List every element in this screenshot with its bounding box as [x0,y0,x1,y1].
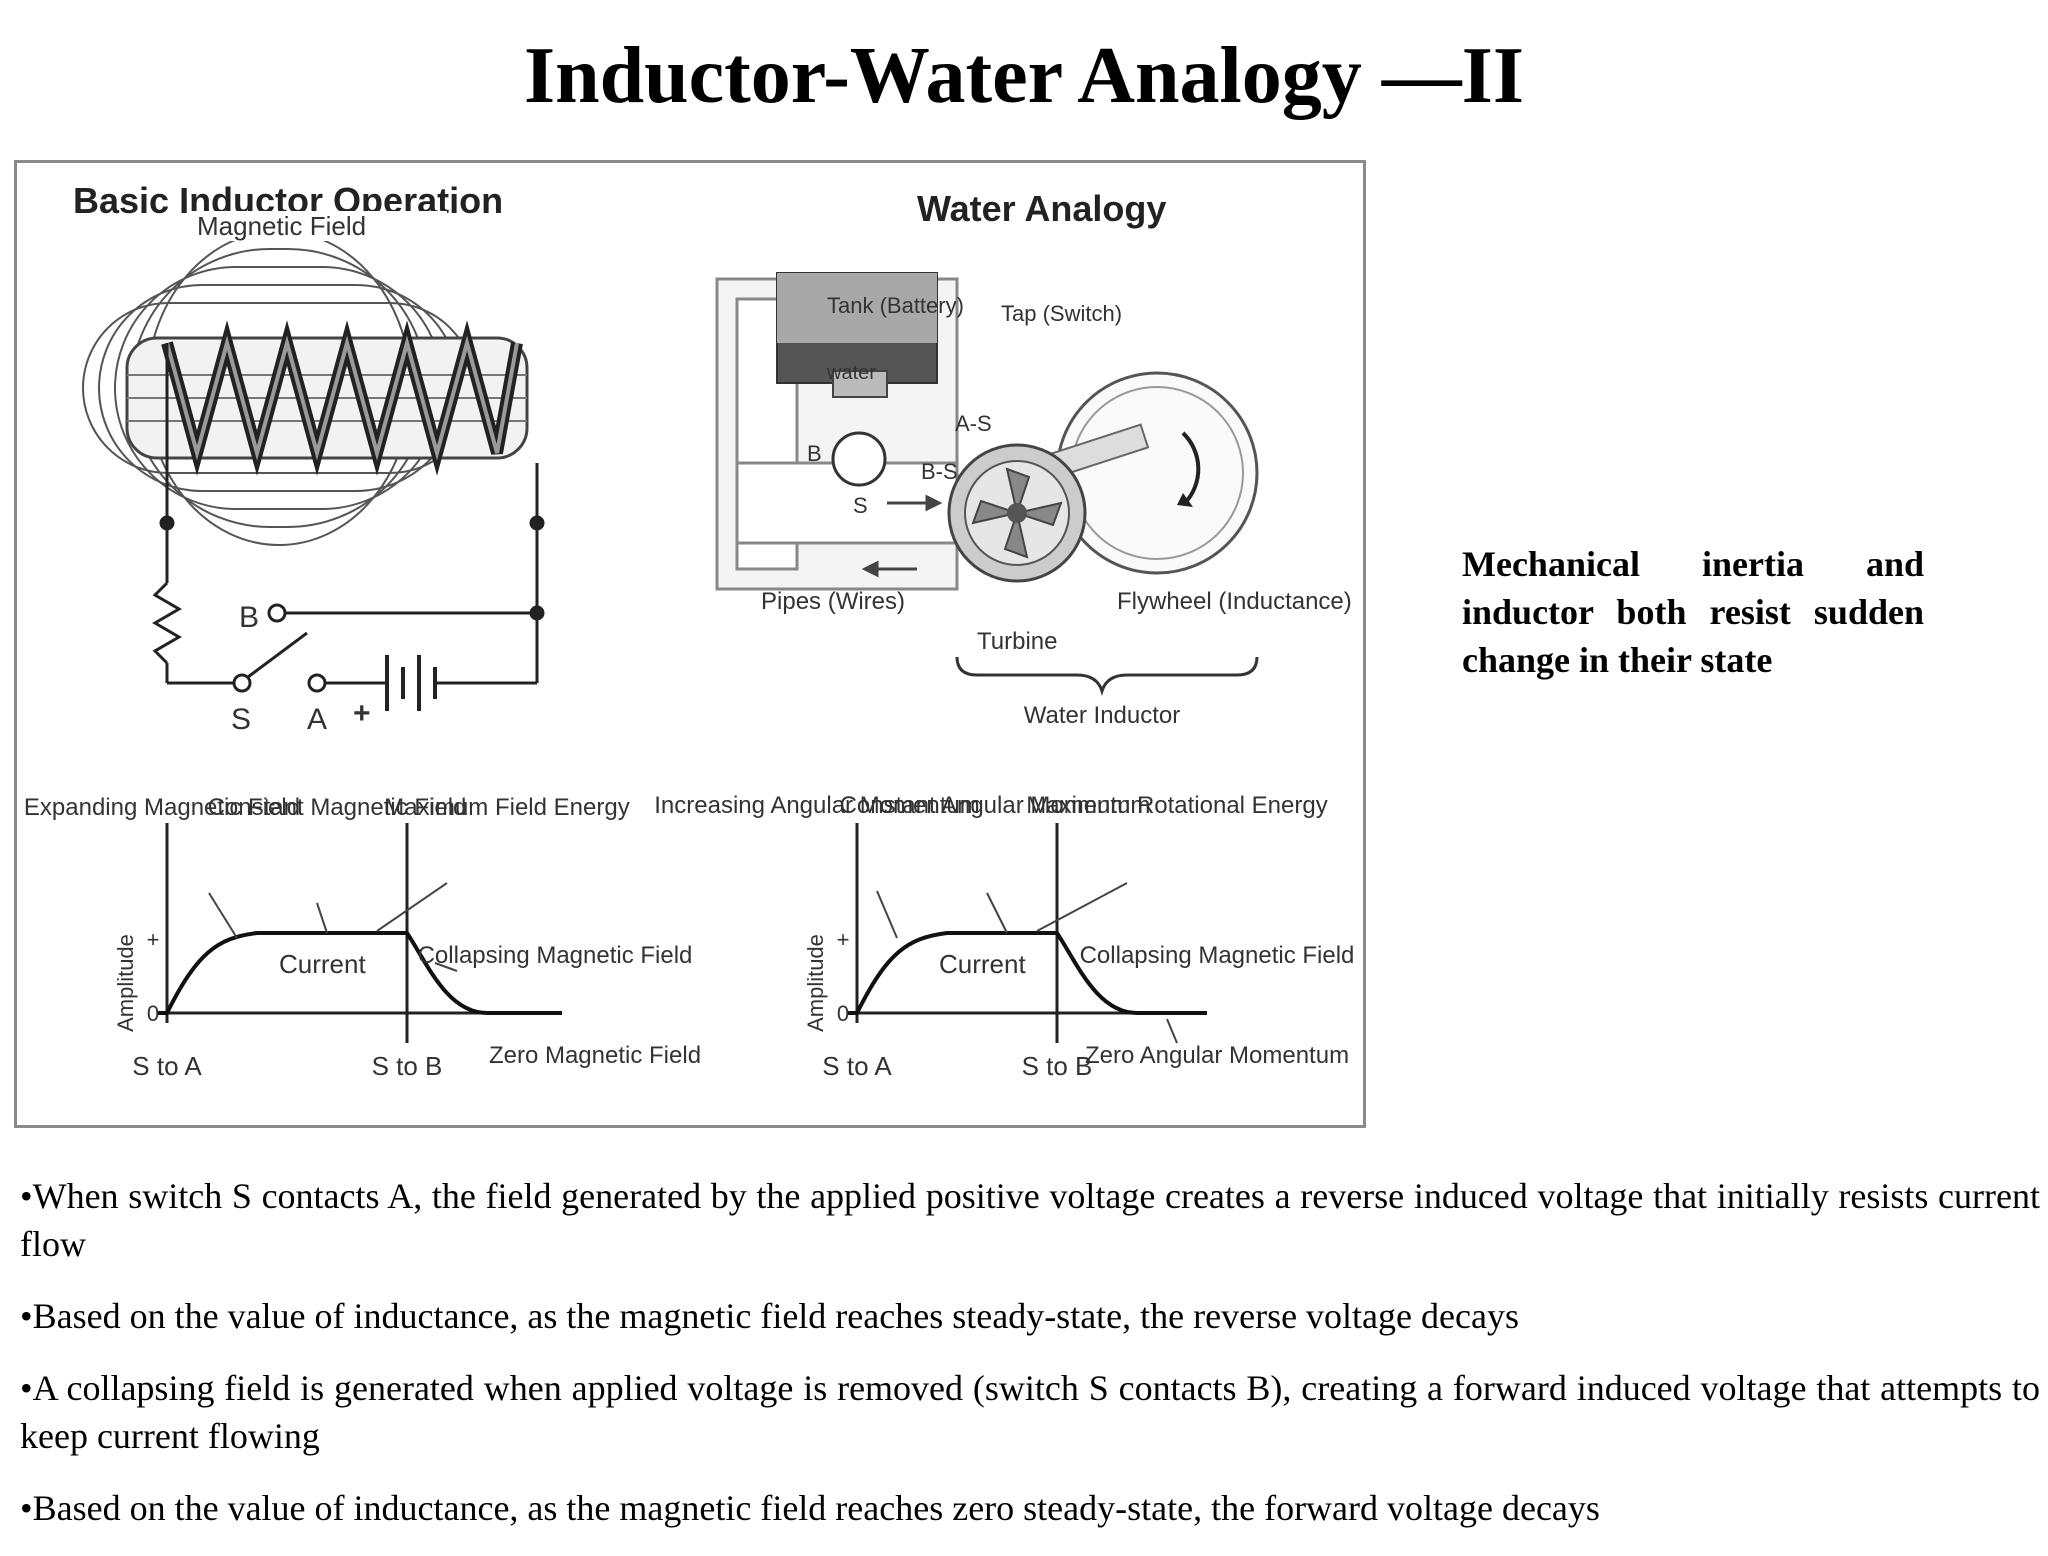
left-graph-label-5: Zero Magnetic Field [489,1042,701,1069]
bullet-list: •When switch S contacts A, the field gen… [20,1172,2040,1556]
node-a-label: A [307,703,327,736]
battery-plus-label: + [353,697,371,730]
node-s-label: S [231,703,251,736]
water-label: water [826,362,876,384]
b-s-label: B-S [921,459,958,484]
left-graph-current-curve [157,931,562,1015]
left-graph-label-4: Collapsing Magnetic Field [418,942,693,969]
b-label: B [807,441,822,466]
turbine-label: Turbine [977,628,1057,655]
water-inductor-brace [955,656,1259,697]
left-graph-y-zero: 0 [147,1001,159,1026]
pipes-label: Pipes (Wires) [761,588,905,615]
left-graph-x-tick-2: S to B [372,1051,443,1081]
tank-label: Tank (Battery) [827,293,964,318]
a-s-label: A-S [955,411,992,436]
right-graph-current-curve [847,931,1207,1015]
flow-arrows [861,494,943,578]
right-graph-x-tick-2: S to B [1022,1051,1093,1081]
inductor-circuit [152,343,545,711]
flywheel-and-turbine [947,371,1259,583]
left-graph-label-3: Maximum Field Energy [384,794,629,821]
bullet-item: •Based on the value of inductance, as th… [20,1488,1600,1528]
right-graph-label-2: Constant Angular Momentum [840,792,1151,819]
right-graph-y-zero: 0 [837,1001,849,1026]
bullet-item: •Based on the value of inductance, as th… [20,1296,1519,1336]
magnetic-field-label: Magnetic Field [197,211,366,241]
side-note: Mechanical inertia and inductor both res… [1462,544,1924,680]
right-graph-label-4: Collapsing Magnetic Field [1080,942,1355,969]
water-inductor-label: Water Inductor [1024,702,1181,729]
left-graph-x-tick-1: S to A [132,1051,202,1081]
slide-title: Inductor-Water Analogy —II [523,32,1525,120]
left-graph-curve-label: Current [279,949,366,979]
left-graph-y-axis: Amplitude [113,934,138,1032]
inductor-coil [125,320,529,476]
water-tank [776,272,938,487]
left-graph-label-1: Expanding Magnetic Field [24,794,300,821]
left-graph-y-plus: + [147,927,160,952]
water-panel-heading: Water Analogy [917,188,1166,229]
right-graph-x-tick-1: S to A [822,1051,892,1081]
left-graph-leader-lines [208,882,458,972]
tap-label: Tap (Switch) [1001,301,1122,326]
right-graph-y-axis: Amplitude [803,934,828,1032]
right-graph-leader-lines [876,882,1178,1044]
left-graph-label-2: Constant Magnetic Field [208,794,467,821]
right-graph-label-1: Increasing Angular Momentum [654,792,980,819]
node-b-label: B [239,601,259,634]
right-graph-label-3: Maximum Rotational Energy [1026,792,1327,819]
s-label: S [853,493,868,518]
right-graph-label-5: Zero Angular Momentum [1085,1042,1349,1069]
bullet-item: •When switch S contacts A, the field gen… [20,1176,2040,1264]
flywheel-label: Flywheel (Inductance) [1117,588,1352,615]
bullet-item: •A collapsing field is generated when ap… [20,1368,2040,1456]
tap-valve [831,431,887,487]
right-graph-curve-label: Current [939,949,1026,979]
right-graph-y-plus: + [837,927,850,952]
analogy-figure: Basic Inductor Operation Magnetic Field [14,160,1366,1128]
